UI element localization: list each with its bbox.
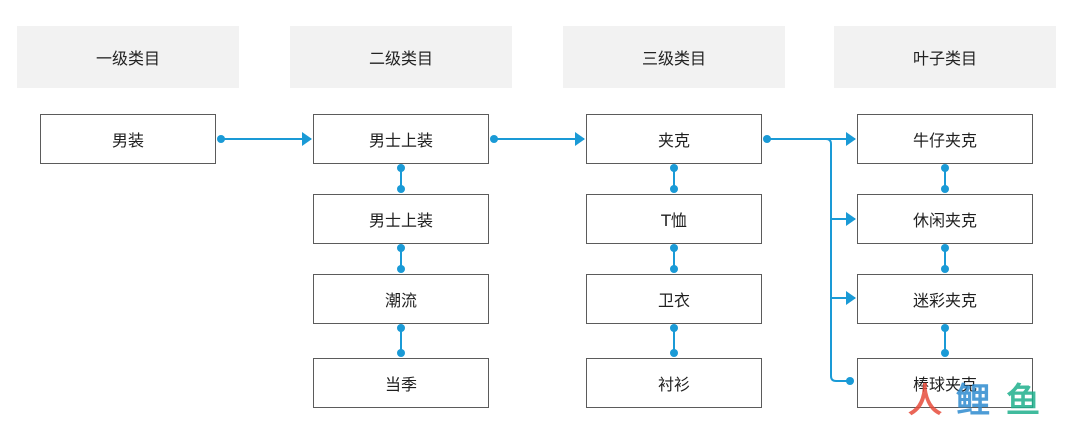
node-level3-item: 夹克 — [586, 114, 762, 164]
svg-text:鲤: 鲤 — [956, 381, 990, 420]
svg-text:鱼: 鱼 — [1006, 381, 1040, 420]
node-level3-item: 卫衣 — [586, 274, 762, 324]
node-leaf-item: 休闲夹克 — [857, 194, 1033, 244]
connector-level3-to-leaves — [763, 132, 856, 385]
node-level2-item: 男士上装 — [313, 194, 489, 244]
node-leaf-item: 棒球夹克 — [857, 358, 1033, 408]
node-level3-item: T恤 — [586, 194, 762, 244]
node-leaf-item: 迷彩夹克 — [857, 274, 1033, 324]
vertical-links-level2 — [397, 164, 405, 357]
connector-level2-to-level3 — [490, 132, 585, 146]
header-leaf: 叶子类目 — [834, 26, 1056, 88]
node-level3-item: 衬衫 — [586, 358, 762, 408]
node-level2-item: 当季 — [313, 358, 489, 408]
node-level1-menswear: 男装 — [40, 114, 216, 164]
header-level3: 三级类目 — [563, 26, 785, 88]
vertical-links-level3 — [670, 164, 678, 357]
header-level1: 一级类目 — [17, 26, 239, 88]
node-leaf-item: 牛仔夹克 — [857, 114, 1033, 164]
connector-level1-to-level2 — [217, 132, 312, 146]
node-level2-item: 潮流 — [313, 274, 489, 324]
vertical-links-leaf — [941, 164, 949, 357]
header-level2: 二级类目 — [290, 26, 512, 88]
svg-text:人: 人 — [908, 381, 942, 420]
watermark-logo: 人 鲤 鱼 — [908, 381, 1040, 420]
node-level2-item: 男士上装 — [313, 114, 489, 164]
